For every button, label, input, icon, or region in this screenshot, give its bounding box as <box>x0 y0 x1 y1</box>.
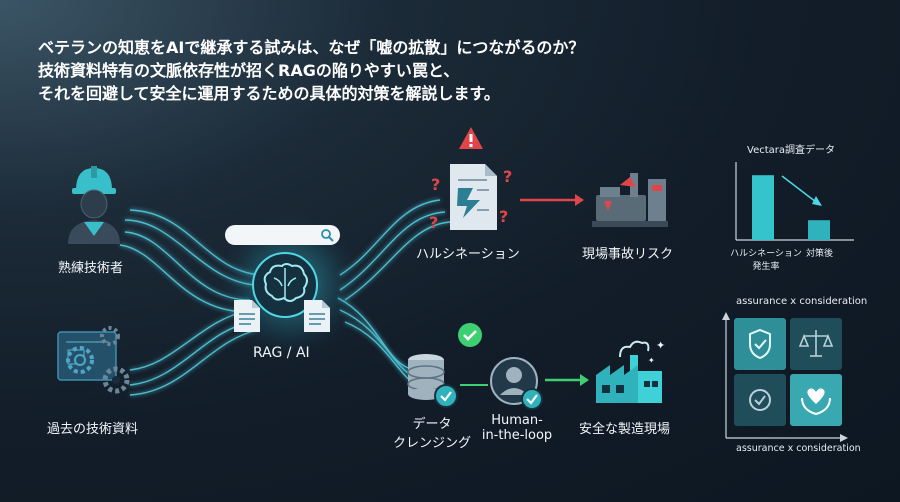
headline-line-1: ベテランの知恵をAIで継承する試みは、なぜ「嘘の拡散」につながるのか？ <box>38 38 585 57</box>
matrix-title-top: assurance x consideration <box>736 296 868 307</box>
headline: ベテランの知恵をAIで継承する試みは、なぜ「嘘の拡散」につながるのか？ 技術資料… <box>38 36 638 105</box>
worker-helmet-icon <box>68 166 120 244</box>
chart-bar-1 <box>752 175 774 240</box>
label-human-line-1: Human- <box>491 413 543 428</box>
label-data-cleansing: データ クレンジング <box>392 413 472 451</box>
matrix-cell-shield <box>734 318 786 370</box>
label-data-cleansing-line-2: クレンジング <box>392 436 471 451</box>
check-badge-icon <box>458 323 482 347</box>
check-circle-icon <box>749 389 771 411</box>
hands-heart-icon <box>801 388 831 416</box>
chart-category-1-line-2: 発生率 <box>752 262 780 272</box>
scales-icon <box>798 330 834 357</box>
label-human-line-2: in-the-loop <box>481 428 553 443</box>
svg-text:?: ? <box>499 207 508 226</box>
brain-icon <box>252 252 318 318</box>
label-hallucination: ハルシネーション <box>416 247 520 262</box>
warning-icon <box>459 127 483 149</box>
label-safe-site: 安全な製造現場 <box>579 422 671 437</box>
chart-category-1: ハルシネーション 発生率 <box>726 246 806 272</box>
broken-document-icon: ? ? ? ? <box>429 164 512 232</box>
label-rag-ai: RAG / AI <box>253 345 310 361</box>
label-expert: 熟練技術者 <box>58 261 124 276</box>
hallucination-bar-chart <box>735 162 854 241</box>
assurance-matrix <box>722 312 848 442</box>
matrix-cell-check <box>734 374 786 426</box>
document-icon <box>304 300 330 332</box>
chart-bar-2 <box>808 220 830 240</box>
trend-arrow-head <box>812 196 822 206</box>
factory-icon: ✦ ✦ <box>596 339 665 403</box>
factory-machine-danger-icon <box>592 173 668 227</box>
label-documents: 過去の技術資料 <box>47 422 139 437</box>
svg-text:?: ? <box>431 175 440 194</box>
shield-check-icon <box>749 328 771 360</box>
chart-title: Vectara調査データ <box>747 145 836 156</box>
chart-category-2: 対策後 <box>806 249 834 259</box>
svg-text:✦: ✦ <box>656 339 665 352</box>
search-icon <box>321 229 334 242</box>
matrix-x-arrow <box>840 434 848 442</box>
database-icon <box>407 354 458 408</box>
headline-line-3: それを回避して安全に運用するための具体的対策を解説します。 <box>38 84 500 103</box>
safe-arrow <box>545 374 589 386</box>
headline-line-2: 技術資料特有の文脈依存性が招くRAGの陥りやすい罠と、 <box>38 61 460 80</box>
matrix-y-arrow <box>722 312 730 320</box>
trend-arrow-line <box>781 175 817 203</box>
blueprint-gears-icon <box>57 326 130 394</box>
svg-text:?: ? <box>503 167 512 186</box>
svg-text:✦: ✦ <box>648 356 655 365</box>
risk-arrow <box>520 194 584 206</box>
chart-category-1-line-1: ハルシネーション <box>730 249 802 259</box>
svg-text:?: ? <box>429 213 438 232</box>
label-data-cleansing-line-1: データ <box>412 417 452 432</box>
document-icon <box>234 300 260 332</box>
search-bar[interactable] <box>225 225 340 245</box>
label-accident-risk: 現場事故リスク <box>582 247 674 262</box>
matrix-title-bottom: assurance x consideration <box>736 443 861 454</box>
human-check-icon <box>490 357 543 410</box>
label-human-in-the-loop: Human- in-the-loop <box>474 413 560 443</box>
